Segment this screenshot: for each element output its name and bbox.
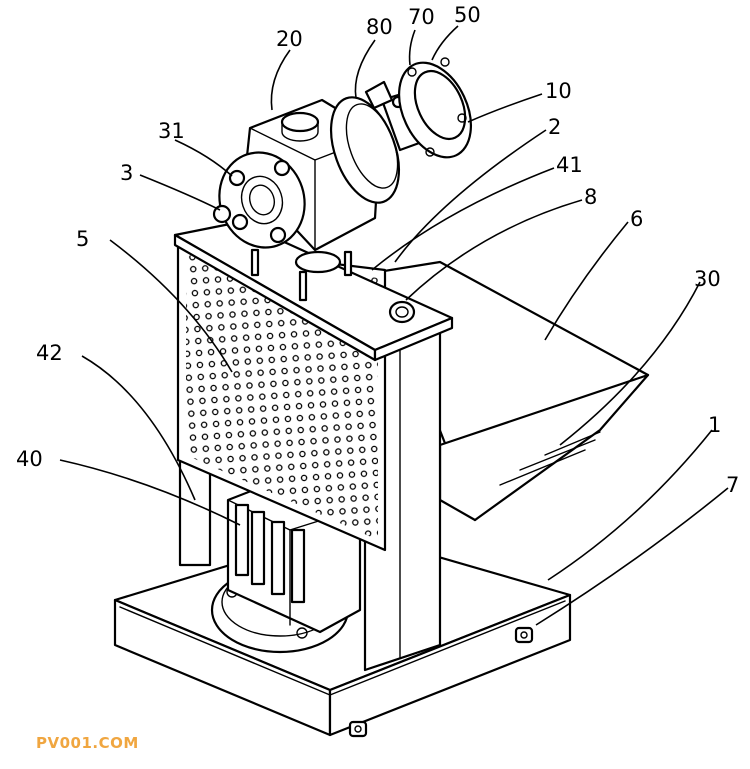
watermark: PV001.COM bbox=[36, 734, 139, 752]
label-70: 70 bbox=[408, 5, 435, 29]
foot-screw bbox=[348, 626, 534, 738]
leader-lines bbox=[59, 25, 729, 626]
label-2: 2 bbox=[548, 115, 561, 139]
label-10: 10 bbox=[545, 79, 572, 103]
rear-flange bbox=[398, 57, 472, 159]
front-flange bbox=[212, 151, 306, 249]
lifting-eye bbox=[388, 300, 416, 324]
label-7: 7 bbox=[726, 473, 739, 497]
label-42: 42 bbox=[36, 341, 63, 365]
label-3: 3 bbox=[120, 161, 133, 185]
label-80: 80 bbox=[366, 15, 393, 39]
label-41: 41 bbox=[556, 153, 583, 177]
label-1: 1 bbox=[708, 413, 721, 437]
label-30: 30 bbox=[694, 267, 721, 291]
label-40: 40 bbox=[16, 447, 43, 471]
label-6: 6 bbox=[630, 207, 643, 231]
label-50: 50 bbox=[454, 3, 481, 27]
label-31: 31 bbox=[158, 119, 185, 143]
standoff-bolts bbox=[250, 248, 353, 302]
adapter-ring bbox=[330, 96, 400, 204]
label-5: 5 bbox=[76, 227, 89, 251]
top-plate bbox=[173, 220, 454, 362]
label-20: 20 bbox=[276, 27, 303, 51]
label-8: 8 bbox=[584, 185, 597, 209]
